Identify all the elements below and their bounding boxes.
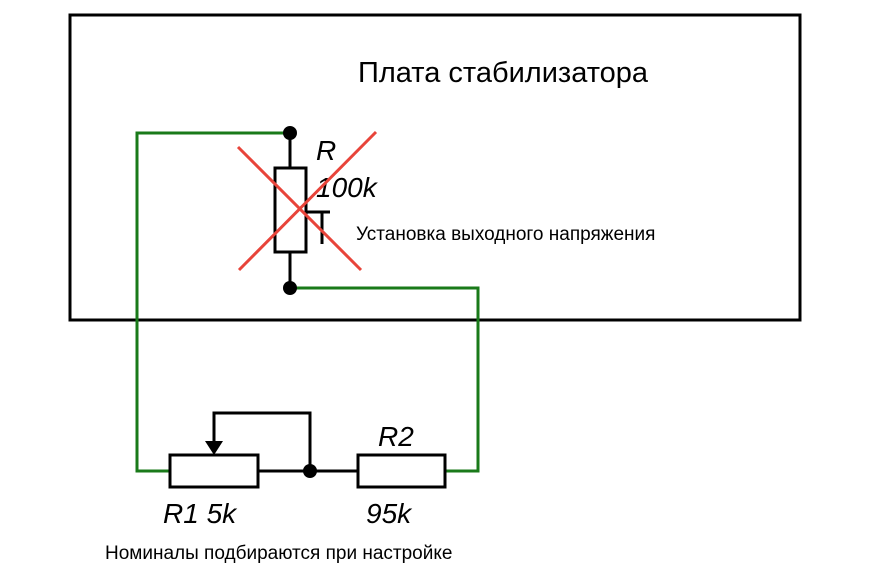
resistor-r-name: R <box>316 135 336 166</box>
adjust-note: Установка выходного напряжения <box>356 224 655 245</box>
wiper-wire <box>212 411 312 471</box>
resistor-r-value: 100k <box>316 172 379 203</box>
node-middle <box>303 464 317 478</box>
resistor-r2-name: R2 <box>378 421 414 452</box>
wire-right <box>290 286 480 473</box>
green-wires <box>135 131 480 473</box>
footer-note: Номиналы подбираются при настройке <box>105 543 452 564</box>
resistor-r1-body <box>168 453 260 489</box>
cross-mark-icon <box>236 130 378 272</box>
board-outline <box>68 13 802 322</box>
node-top <box>283 126 297 140</box>
node-bottom <box>283 281 297 295</box>
onboard-resistor-r <box>273 133 330 288</box>
resistor-r2-value: 95k <box>366 498 413 529</box>
wire-left <box>135 131 290 473</box>
resistor-r2-body <box>356 453 447 489</box>
board-title: Плата стабилизатора <box>358 57 649 89</box>
resistor-r1-label: R1 5k <box>163 498 238 529</box>
wiper-arrow-icon <box>205 441 223 455</box>
